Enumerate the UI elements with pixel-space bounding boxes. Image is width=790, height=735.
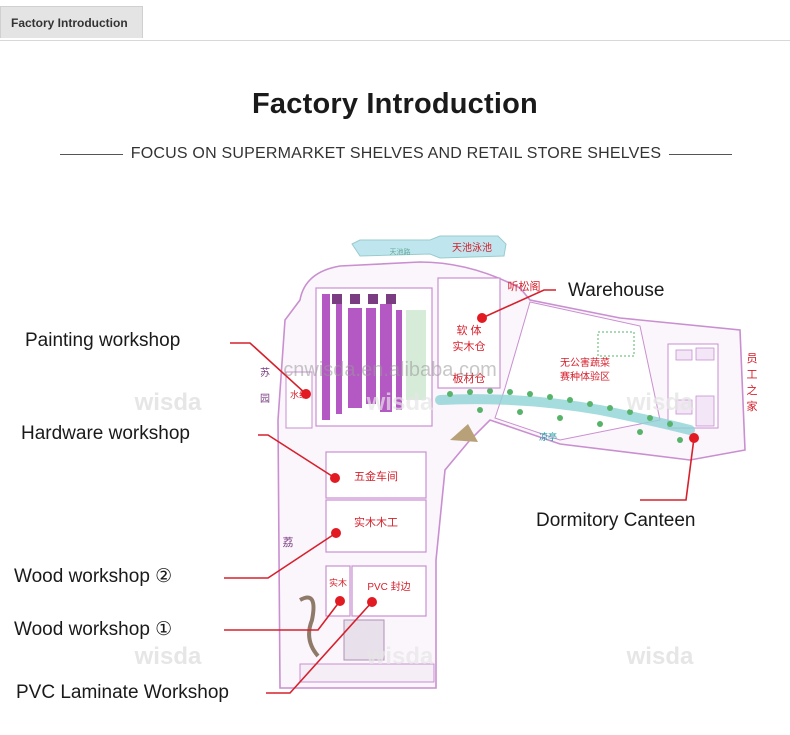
brand-watermark-1: wisda bbox=[134, 389, 202, 416]
pvc-laminate-callout: PVC Laminate Workshop bbox=[16, 682, 229, 703]
brand-watermark-3: wisda bbox=[626, 389, 694, 416]
warehouse-callout: Warehouse bbox=[568, 280, 665, 301]
wood-workshop-2-callout: Wood workshop ② bbox=[14, 566, 173, 587]
staff-home-char-4: 家 bbox=[747, 399, 758, 413]
staff-home-char-3: 之 bbox=[747, 383, 758, 397]
brand-watermark-2: wisda bbox=[366, 389, 434, 416]
garden-label-2: 赛种体验区 bbox=[560, 370, 610, 383]
pool-area bbox=[351, 235, 507, 259]
wood-workshop-2-label: 实木木工 bbox=[354, 515, 398, 529]
board-warehouse-label: 板材仓 bbox=[453, 371, 486, 385]
rock-decor bbox=[450, 424, 478, 442]
garden-side-label: 园 bbox=[260, 393, 270, 405]
tree-path bbox=[435, 394, 695, 435]
subtitle-rule-left bbox=[60, 153, 123, 155]
painting-machines bbox=[332, 294, 396, 304]
tree-row bbox=[447, 388, 683, 443]
page-title: Factory Introduction bbox=[252, 88, 538, 120]
garden-top-label: 苏 bbox=[260, 366, 270, 379]
pool-label: 天池泳池 bbox=[452, 241, 492, 254]
pvc-workshop-label: PVC 封边 bbox=[367, 580, 410, 593]
painting-workshop-callout: Painting workshop bbox=[25, 330, 181, 351]
staff-home-char-1: 员 bbox=[747, 352, 758, 365]
brand-watermark-5: wisda bbox=[366, 643, 434, 670]
entrance-strip bbox=[299, 663, 435, 683]
warehouse-label-2: 实木仓 bbox=[453, 339, 486, 353]
garden-plot bbox=[597, 331, 635, 357]
page-subtitle: FOCUS ON SUPERMARKET SHELVES AND RETAIL … bbox=[130, 145, 662, 162]
hardware-workshop-label: 五金车间 bbox=[354, 469, 398, 483]
litchi-label: 荔 bbox=[283, 536, 294, 549]
canteen-room bbox=[695, 395, 715, 427]
brand-watermark-4: wisda bbox=[134, 643, 202, 670]
dormitory-canteen-callout: Dormitory Canteen bbox=[536, 510, 696, 531]
wood-workshop-1-building bbox=[325, 565, 351, 617]
warehouse-building bbox=[437, 277, 501, 389]
wood-workshop-1-callout: Wood workshop ① bbox=[14, 619, 173, 640]
tab-bar: Factory Introduction bbox=[0, 0, 790, 41]
subtitle-rule-right bbox=[669, 153, 732, 155]
site-watermark: cnwisda.en.alibaba.com bbox=[283, 359, 496, 381]
dorm-room-b bbox=[675, 349, 693, 361]
winding-path bbox=[299, 595, 320, 658]
tingsong-label: 听松阁 bbox=[508, 279, 541, 293]
pvc-workshop-building bbox=[351, 565, 427, 617]
paint-line-label: 水线 bbox=[290, 389, 308, 400]
dorm-room-a bbox=[695, 347, 715, 361]
painting-lines bbox=[322, 294, 402, 420]
wood-workshop-1-label: 实木 bbox=[329, 577, 347, 588]
hardware-workshop-callout: Hardware workshop bbox=[21, 423, 190, 444]
callout-markers bbox=[301, 313, 699, 607]
brand-watermark-6: wisda bbox=[626, 643, 694, 670]
staff-home-char-2: 工 bbox=[747, 369, 758, 381]
warehouse-label-1: 软 体 bbox=[456, 323, 481, 337]
painting-green-strip bbox=[406, 310, 426, 400]
tab-factory-introduction[interactable]: Factory Introduction bbox=[0, 6, 143, 38]
paint-line-building bbox=[285, 371, 313, 429]
dorm-room-c bbox=[675, 399, 693, 415]
subtitle-row: FOCUS ON SUPERMARKET SHELVES AND RETAIL … bbox=[60, 142, 732, 166]
hardware-workshop-building bbox=[325, 451, 427, 499]
callout-lines bbox=[224, 289, 695, 694]
wood-workshop-2-building bbox=[325, 499, 427, 553]
garden-label-1: 无公害蔬菜 bbox=[560, 356, 610, 369]
pool-small-label: 天池路 bbox=[390, 247, 411, 256]
pavilion-label: 凉亭 bbox=[539, 431, 557, 442]
